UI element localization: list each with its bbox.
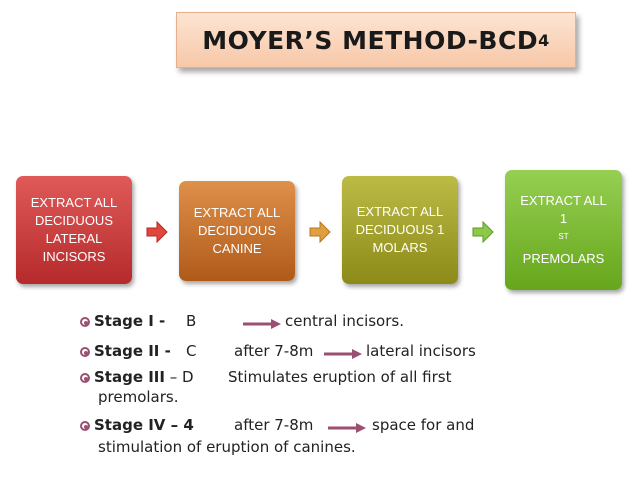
step-box-3: EXTRACT ALL DECIDUOUS 1 MOLARS xyxy=(342,176,458,284)
step-box-2: EXTRACT ALL DECIDUOUS CANINE xyxy=(179,181,295,281)
stage-4-result: space for and xyxy=(372,416,475,434)
stage-4-line: Stage IV – 4 xyxy=(80,416,194,434)
arrow-right-icon xyxy=(309,220,331,244)
stage-2-timing: after 7-8m xyxy=(234,342,314,360)
bullet-icon xyxy=(80,317,90,327)
bullet-icon xyxy=(80,373,90,383)
arrow-right-icon xyxy=(243,319,281,329)
stage-2-line: Stage II - xyxy=(80,342,171,360)
title-main: MOYER’S METHOD-BCD xyxy=(202,25,539,55)
stage-2-result: lateral incisors xyxy=(366,342,476,360)
stage-1-code: B xyxy=(186,312,197,330)
stage-4-timing: after 7-8m xyxy=(234,416,314,434)
step-2-label: EXTRACT ALL DECIDUOUS CANINE xyxy=(193,205,281,256)
stage-2-code: C xyxy=(186,342,197,360)
arrow-right-icon xyxy=(472,220,494,244)
step-box-1: EXTRACT ALL DECIDUOUS LATERAL INCISORS xyxy=(16,176,132,284)
stage-4-cont: stimulation of eruption of canines. xyxy=(98,438,356,456)
bullet-icon xyxy=(80,347,90,357)
title-subscript: 4 xyxy=(538,30,550,50)
stage-3-text: Stimulates eruption of all first xyxy=(228,368,452,386)
stage-3-cont: premolars. xyxy=(98,388,179,406)
arrow-right-icon xyxy=(324,349,362,359)
bullet-icon xyxy=(80,421,90,431)
arrow-right-icon xyxy=(328,423,366,433)
stage-3-line: Stage III – D xyxy=(80,368,194,386)
arrow-right-icon xyxy=(146,220,168,244)
stage-1-result: central incisors. xyxy=(285,312,404,330)
stage-1-line: Stage I - xyxy=(80,312,165,330)
step-1-label: EXTRACT ALL DECIDUOUS LATERAL INCISORS xyxy=(30,195,118,264)
step-3-label: EXTRACT ALL DECIDUOUS 1 MOLARS xyxy=(355,204,445,255)
